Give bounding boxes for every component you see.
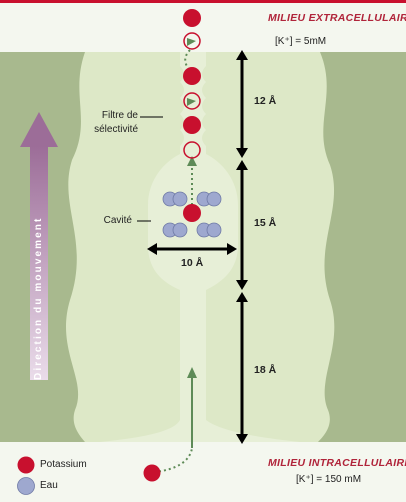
legend-potassium-label: Potassium xyxy=(40,459,87,470)
ion-arrowhead xyxy=(187,98,196,106)
legend-water-marker xyxy=(17,477,35,495)
water-cluster-left-bottom xyxy=(162,222,188,238)
potassium-ion-cavity xyxy=(183,204,201,222)
dim-arrowhead xyxy=(236,292,248,302)
protein-left xyxy=(66,52,195,442)
potassium-ion-intracellular xyxy=(143,464,161,482)
dim-arrowhead xyxy=(147,243,157,255)
legend-water-label: Eau xyxy=(40,480,58,491)
dim-arrowhead xyxy=(236,160,248,170)
water-cluster-right-top xyxy=(196,191,222,207)
filter-label-line2: sélectivité xyxy=(94,124,138,135)
top-border xyxy=(0,0,406,3)
cavity-label: Cavité xyxy=(103,215,132,226)
dim-width-label: 10 Å xyxy=(181,257,204,269)
ion-cavity-arrowhead xyxy=(187,156,197,166)
ion-upward-arrowhead xyxy=(187,367,197,378)
protein-right xyxy=(195,52,335,442)
intracellular-concentration: [K⁺] = 150 mM xyxy=(296,474,362,485)
intracellular-zone xyxy=(0,442,406,502)
legend-potassium-marker xyxy=(17,456,35,474)
extracellular-title: MILIEU EXTRACELLULAIRE xyxy=(268,12,406,24)
movement-arrow-head xyxy=(20,112,58,147)
water-cluster-right-bottom xyxy=(196,222,222,238)
channel-pore xyxy=(100,52,300,442)
dim-arrowhead xyxy=(227,243,237,255)
dim-filter-label: 12 Å xyxy=(254,95,277,107)
movement-direction-label: Direction du mouvement xyxy=(33,216,44,380)
dim-arrowhead xyxy=(236,434,248,444)
water-cluster-left-top xyxy=(162,191,188,207)
ion-arrowhead xyxy=(187,38,196,46)
extracellular-concentration: [K⁺] = 5mM xyxy=(275,36,327,47)
filter-label-line1: Filtre de xyxy=(101,110,138,121)
extracellular-zone xyxy=(0,0,406,52)
potassium-site-empty xyxy=(183,32,201,50)
dim-arrowhead xyxy=(236,50,248,60)
potassium-ion xyxy=(183,67,201,85)
movement-arrow-shaft xyxy=(30,146,48,380)
dim-cavity-label: 15 Å xyxy=(254,217,277,229)
intracellular-title: MILIEU INTRACELLULAIRE xyxy=(268,457,406,469)
dim-arrowhead xyxy=(236,280,248,290)
potassium-site-empty xyxy=(183,92,201,110)
potassium-ion xyxy=(183,116,201,134)
ion-exit-path xyxy=(184,49,191,69)
dim-lower-label: 18 Å xyxy=(254,364,277,376)
potassium-site-empty xyxy=(183,141,201,159)
potassium-ion xyxy=(183,9,201,27)
dim-arrowhead xyxy=(236,148,248,158)
